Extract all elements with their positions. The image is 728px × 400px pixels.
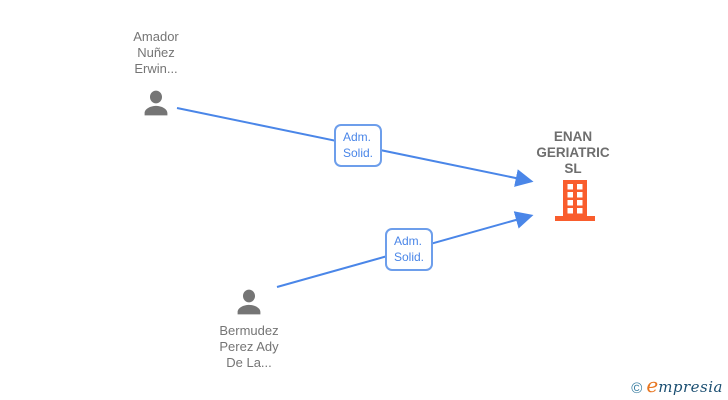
node-label-line: Nuñez — [137, 45, 175, 60]
node-label-company[interactable]: ENAN GERIATRIC SL — [513, 129, 633, 177]
watermark-brand-text: mpresia — [658, 378, 723, 396]
person-node-shareholder1[interactable] — [137, 84, 175, 122]
node-label-line: Amador — [133, 29, 179, 44]
node-label-shareholder1[interactable]: Amador Nuñez Erwin... — [96, 29, 216, 77]
edge-label-line: Solid. — [343, 146, 374, 160]
person-icon — [237, 289, 261, 315]
person-node-shareholder2[interactable] — [230, 283, 268, 321]
edge-label-line: Adm. — [394, 234, 423, 248]
copyright-icon: © — [631, 380, 643, 397]
node-label-line: ENAN — [553, 129, 593, 144]
node-label-line: SL — [564, 161, 582, 176]
node-label-line: GERIATRIC — [536, 145, 610, 160]
node-label-line: De La... — [226, 355, 272, 370]
node-label-shareholder2[interactable]: Bermudez Perez Ady De La... — [189, 323, 309, 371]
node-label-line: Erwin... — [134, 61, 178, 76]
company-node[interactable] — [553, 180, 597, 227]
node-label-line: Bermudez — [219, 323, 279, 338]
empresia-watermark: © e mpresia — [631, 373, 723, 397]
edge-label-line: Solid. — [394, 250, 425, 264]
edge-label-box-1: Adm. Solid. — [334, 124, 383, 167]
edge-label-line: Adm. — [343, 130, 372, 144]
edge-label-box-2: Adm. Solid. — [385, 228, 434, 271]
watermark-brand-initial: e — [646, 373, 659, 397]
building-icon — [555, 180, 595, 221]
person-icon — [144, 90, 168, 116]
node-label-line: Perez Ady — [219, 339, 279, 354]
